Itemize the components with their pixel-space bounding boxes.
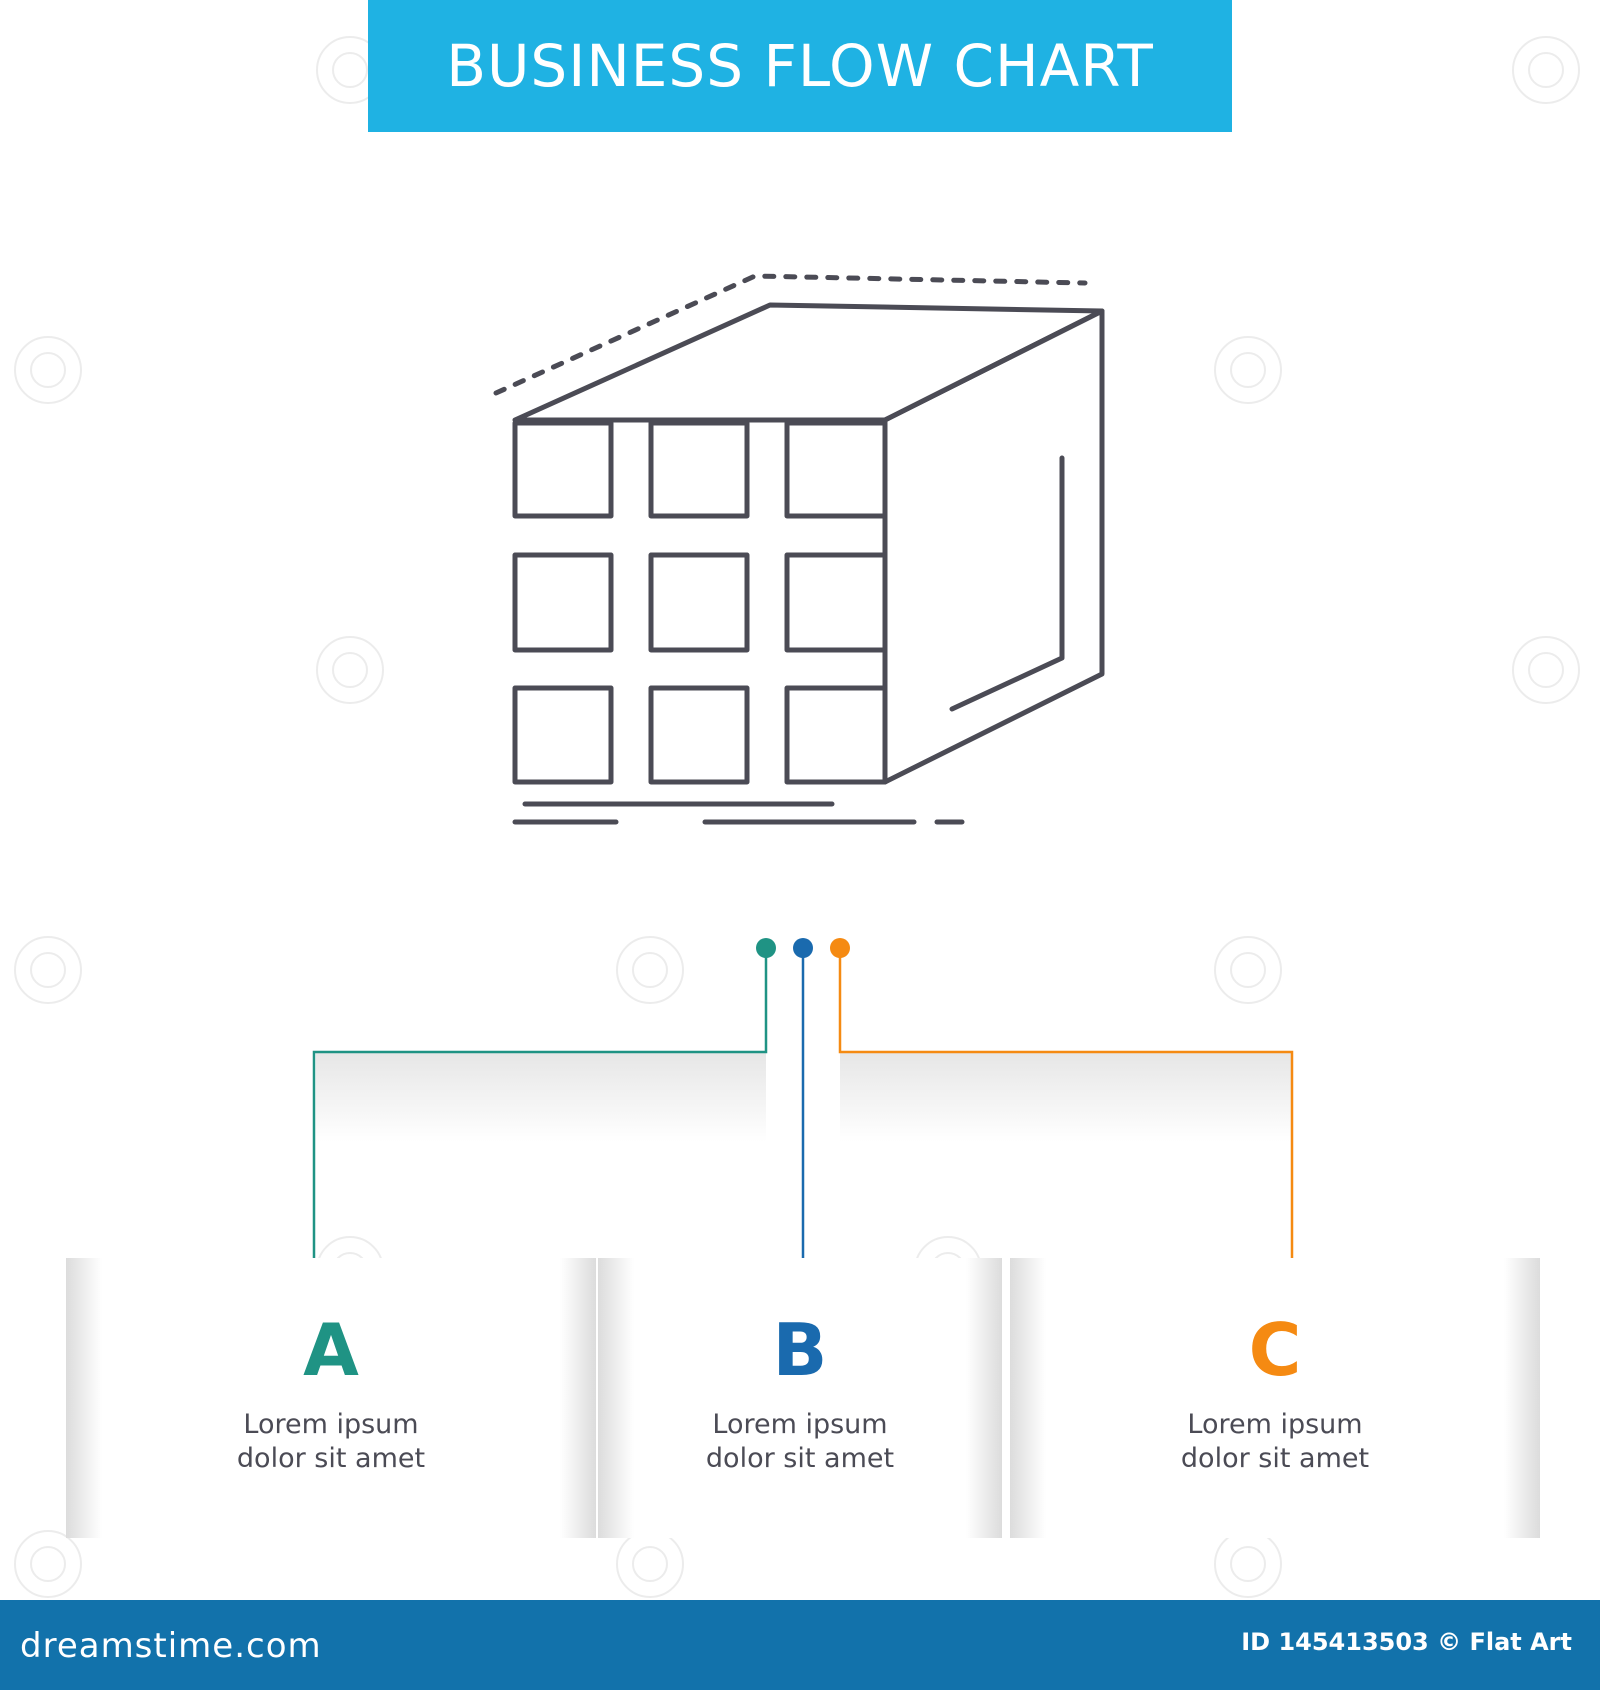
page-title: BUSINESS FLOW CHART	[446, 32, 1154, 100]
dreamstime-logo: dreamstime.com	[20, 1626, 322, 1666]
grid-cell	[512, 552, 614, 653]
option-letter: B	[772, 1308, 828, 1392]
option-description: Lorem ipsum dolor sit amet	[1010, 1408, 1540, 1476]
option-text-line: dolor sit amet	[705, 1443, 895, 1474]
watermark-spiral-icon	[1214, 936, 1282, 1004]
option-card-b: B Lorem ipsum dolor sit amet	[598, 1258, 1002, 1538]
connector-b-dot	[793, 938, 813, 958]
cube-top-face	[512, 302, 1105, 423]
connector-c-dot	[830, 938, 850, 958]
watermark-spiral-icon	[14, 336, 82, 404]
option-card-c: C Lorem ipsum dolor sit amet	[1010, 1258, 1540, 1538]
option-letter: A	[303, 1308, 359, 1392]
branch-shade-left	[316, 1052, 766, 1142]
title-banner: BUSINESS FLOW CHART	[368, 0, 1232, 132]
3d-grid-cube-icon	[493, 273, 1105, 825]
grid-cell	[648, 552, 750, 653]
watermark-spiral-icon	[14, 1530, 82, 1598]
grid-cell	[512, 420, 614, 519]
dashed-outline	[493, 273, 1088, 396]
option-description: Lorem ipsum dolor sit amet	[598, 1408, 1002, 1476]
watermark-spiral-icon	[316, 636, 384, 704]
watermark-spiral-icon	[1214, 336, 1282, 404]
connector-a-dot	[756, 938, 776, 958]
footer-bar: dreamstime.com ID 145413503 © Flat Art	[0, 1600, 1600, 1690]
option-text-line: dolor sit amet	[236, 1443, 426, 1474]
option-text-line: Lorem ipsum	[243, 1409, 419, 1440]
grid-cell	[648, 420, 750, 519]
watermark-spiral-icon	[616, 936, 684, 1004]
grid-cell	[648, 685, 750, 785]
option-text-line: dolor sit amet	[1180, 1443, 1370, 1474]
branch-shade-right	[840, 1052, 1292, 1142]
connector-c-line	[838, 949, 1294, 1276]
cube-right-detail	[949, 455, 1065, 712]
option-description: Lorem ipsum dolor sit amet	[66, 1408, 596, 1476]
option-card-a: A Lorem ipsum dolor sit amet	[66, 1258, 596, 1538]
watermark-spiral-icon	[1512, 36, 1580, 104]
watermark-spiral-icon	[1512, 636, 1580, 704]
connector-lines	[312, 949, 1294, 1276]
grid-cell	[512, 685, 614, 785]
option-text-line: Lorem ipsum	[712, 1409, 888, 1440]
grid-cell	[784, 552, 888, 653]
image-credit: ID 145413503 © Flat Art	[1241, 1628, 1572, 1656]
option-text-line: Lorem ipsum	[1187, 1409, 1363, 1440]
cube-right-face	[882, 308, 1105, 785]
grid-cell	[784, 685, 888, 785]
connector-a-line	[312, 949, 768, 1276]
watermark-spiral-icon	[14, 936, 82, 1004]
grid-cell	[784, 420, 888, 519]
option-letter: C	[1248, 1308, 1302, 1392]
